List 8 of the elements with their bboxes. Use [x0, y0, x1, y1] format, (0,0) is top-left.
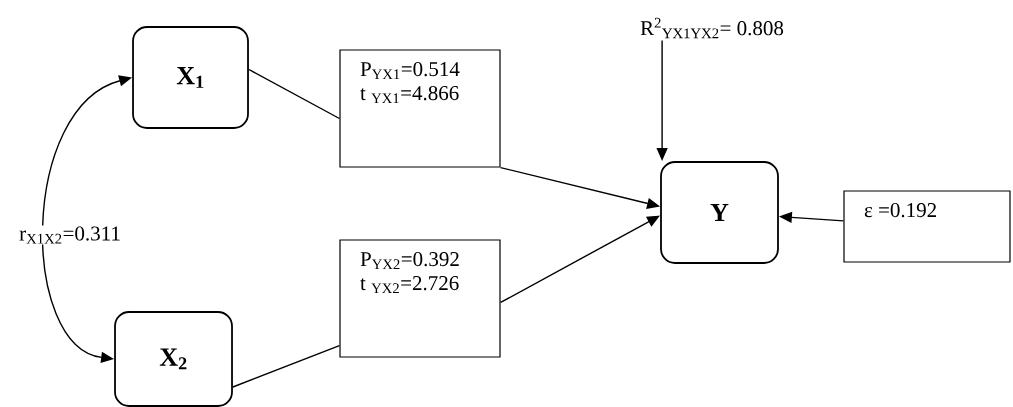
coefficient-box: ε =0.192 — [843, 190, 1011, 263]
r-squared-label: R$^{2}$$_{YX1YX2}$= 0.808 — [640, 17, 784, 39]
coefficient-box: P$_{YX2}$=0.392 t $_{YX2}$=2.726 — [339, 239, 501, 358]
coefficient-box: P$_{YX1}$=0.514 t $_{YX1}$=4.866 — [339, 49, 501, 168]
variable-box: Y — [660, 161, 779, 264]
variable-box: X$_{2}$ — [114, 311, 233, 407]
edge-label: r$_{X1X2}$=0.311 — [18, 225, 122, 245]
variable-box: X$_{1}$ — [132, 26, 249, 129]
